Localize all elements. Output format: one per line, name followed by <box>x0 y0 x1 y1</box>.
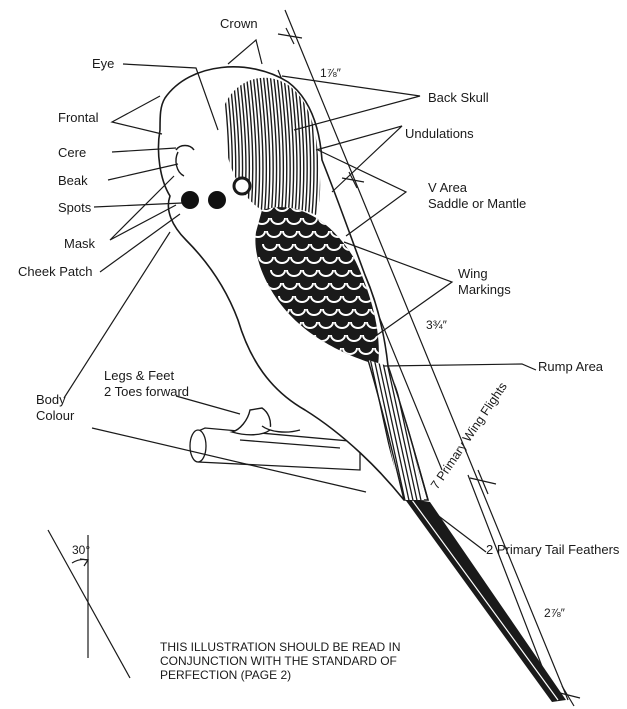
label-rump-area: Rump Area <box>538 359 603 374</box>
measure-angle: 30° <box>72 543 90 557</box>
perch <box>190 428 360 470</box>
footnote-line-3: PERFECTION (PAGE 2) <box>160 668 401 682</box>
legs-feet <box>232 408 300 435</box>
label-beak: Beak <box>58 173 88 188</box>
label-crown: Crown <box>220 16 258 31</box>
label-colour: Colour <box>36 408 74 423</box>
label-legs-feet: Legs & Feet <box>104 368 174 383</box>
throat-spot-1 <box>181 191 199 209</box>
measure-head-length: 1⅞″ <box>320 66 341 80</box>
throat-spot-2 <box>208 191 226 209</box>
footnote: THIS ILLUSTRATION SHOULD BE READ IN CONJ… <box>160 640 401 682</box>
label-primary-tail-feathers: 2 Primary Tail Feathers <box>486 542 619 557</box>
label-eye: Eye <box>92 56 114 71</box>
footnote-line-1: THIS ILLUSTRATION SHOULD BE READ IN <box>160 640 401 654</box>
label-markings: Markings <box>458 282 511 297</box>
label-v-area: V Area <box>428 180 467 195</box>
label-two-toes-forward: 2 Toes forward <box>104 384 189 399</box>
label-undulations: Undulations <box>405 126 474 141</box>
label-back-skull: Back Skull <box>428 90 489 105</box>
label-cere: Cere <box>58 145 86 160</box>
label-frontal: Frontal <box>58 110 98 125</box>
tail-feathers <box>404 498 566 702</box>
label-wing: Wing <box>458 266 488 281</box>
label-mask: Mask <box>64 236 95 251</box>
measure-body-length: 3¾″ <box>426 318 447 332</box>
measure-tail-length: 2⅞″ <box>544 606 565 620</box>
label-cheek-patch: Cheek Patch <box>18 264 92 279</box>
label-spots: Spots <box>58 200 91 215</box>
label-body: Body <box>36 392 66 407</box>
label-saddle-mantle: Saddle or Mantle <box>428 196 526 211</box>
footnote-line-2: CONJUNCTION WITH THE STANDARD OF <box>160 654 401 668</box>
